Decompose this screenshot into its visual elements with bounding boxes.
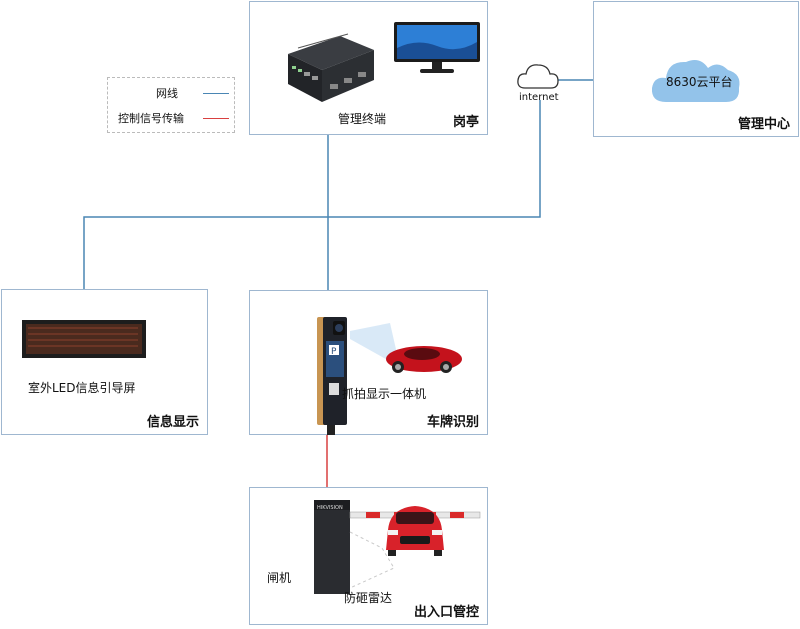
plate-recognition-box: P 抓拍显示一体机 车牌识别 — [249, 290, 488, 435]
cloud-platform-label: 8630云平台 — [666, 75, 733, 89]
led-screen-label: 室外LED信息引导屏 — [28, 381, 136, 395]
legend-network-swatch — [203, 93, 229, 94]
car-front-icon — [386, 506, 444, 556]
guard-booth-box: 管理终端 岗亭 — [249, 1, 488, 135]
entrance-control-box: HIKVISION 闸机 防砸雷达 出入口管控 — [249, 487, 488, 625]
entrance-control-title: 出入口管控 — [413, 605, 479, 620]
management-terminal-icon — [288, 33, 374, 102]
legend: 网线 控制信号传输 — [107, 77, 235, 133]
svg-text:P: P — [331, 347, 337, 357]
management-center-title: 管理中心 — [737, 117, 790, 132]
capture-display-unit-icon: P — [317, 317, 347, 435]
radar-label: 防砸雷达 — [344, 591, 393, 605]
capture-display-unit-label: 抓拍显示一体机 — [342, 387, 427, 401]
legend-control-label: 控制信号传输 — [118, 112, 184, 125]
internet-label: internet — [519, 92, 559, 103]
info-display-box: 室外LED信息引导屏 信息显示 — [1, 289, 208, 435]
red-car-icon — [386, 346, 462, 373]
management-center-box: 8630云平台 管理中心 — [593, 1, 799, 137]
gate-brand-text: HIKVISION — [317, 505, 343, 511]
led-screen-icon — [22, 320, 146, 358]
network-line-internet-to-led — [83, 100, 541, 320]
guard-booth-title: 岗亭 — [452, 115, 479, 130]
legend-network-label: 网线 — [156, 87, 178, 100]
monitor-icon — [394, 22, 480, 73]
legend-control-swatch — [203, 118, 229, 119]
internet-cloud-icon — [517, 64, 559, 89]
info-display-title: 信息显示 — [146, 415, 199, 430]
cloud-platform-icon — [651, 60, 740, 102]
plate-recognition-title: 车牌识别 — [426, 415, 479, 430]
management-terminal-label: 管理终端 — [338, 112, 387, 126]
gate-label: 闸机 — [267, 571, 292, 585]
